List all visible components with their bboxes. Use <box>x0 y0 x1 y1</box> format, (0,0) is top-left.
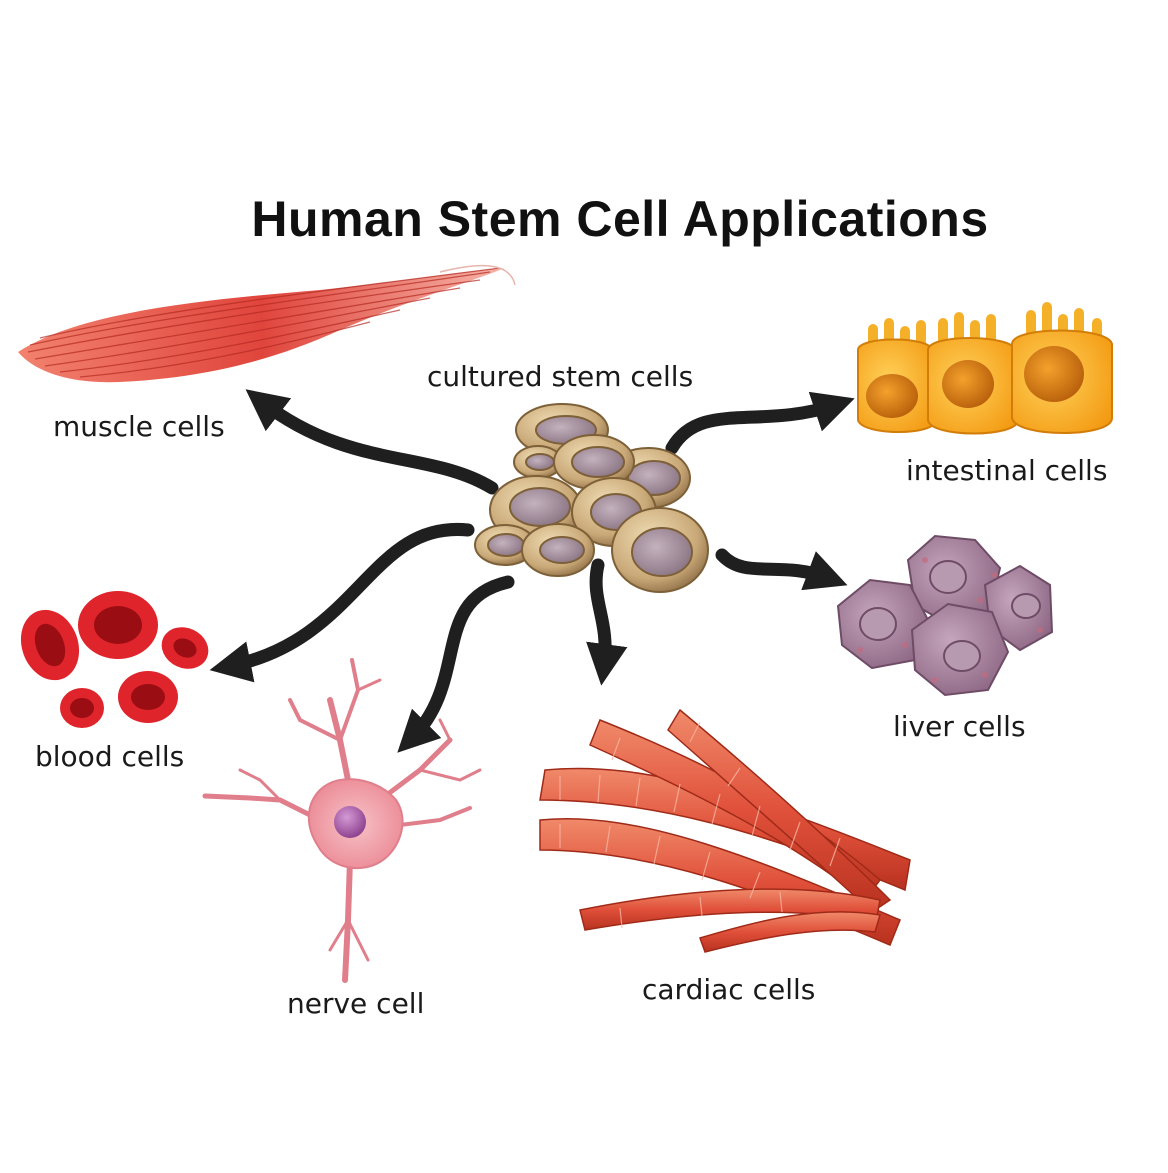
label-cultured-stem-cells: cultured stem cells <box>427 360 694 393</box>
label-liver-cells: liver cells <box>893 710 1026 743</box>
arrows <box>209 389 855 753</box>
arrow-to-intestinal-cells <box>665 391 855 455</box>
label-muscle-cells: muscle cells <box>53 410 225 443</box>
arrow-to-muscle-cells <box>245 389 499 495</box>
nerve-cell-illustration <box>202 658 482 983</box>
label-nerve-cell: nerve cell <box>287 987 425 1020</box>
liver-cells-illustration <box>836 534 1054 697</box>
red-blood-cell <box>161 627 209 669</box>
red-blood-cell <box>60 688 104 728</box>
red-blood-cell <box>20 609 80 681</box>
label-intestinal-cells: intestinal cells <box>906 454 1108 487</box>
label-cardiac-cells: cardiac cells <box>642 973 816 1006</box>
intestinal-cells-illustration <box>857 302 1113 435</box>
red-blood-cell <box>118 671 178 723</box>
stem-cell-cluster-illustration <box>474 403 709 593</box>
arrow-to-cardiac-cells <box>586 558 628 686</box>
cardiac-cells-illustration <box>539 708 911 953</box>
red-blood-cell <box>78 591 158 659</box>
blood-cells-illustration <box>20 591 209 728</box>
muscle-cells-illustration <box>18 264 516 383</box>
diagram-title: Human Stem Cell Applications <box>251 191 989 247</box>
arrow-to-liver-cells <box>715 548 848 591</box>
arrow-to-nerve-cell <box>397 575 515 753</box>
arrow-to-blood-cells <box>209 522 475 683</box>
label-blood-cells: blood cells <box>35 740 185 773</box>
